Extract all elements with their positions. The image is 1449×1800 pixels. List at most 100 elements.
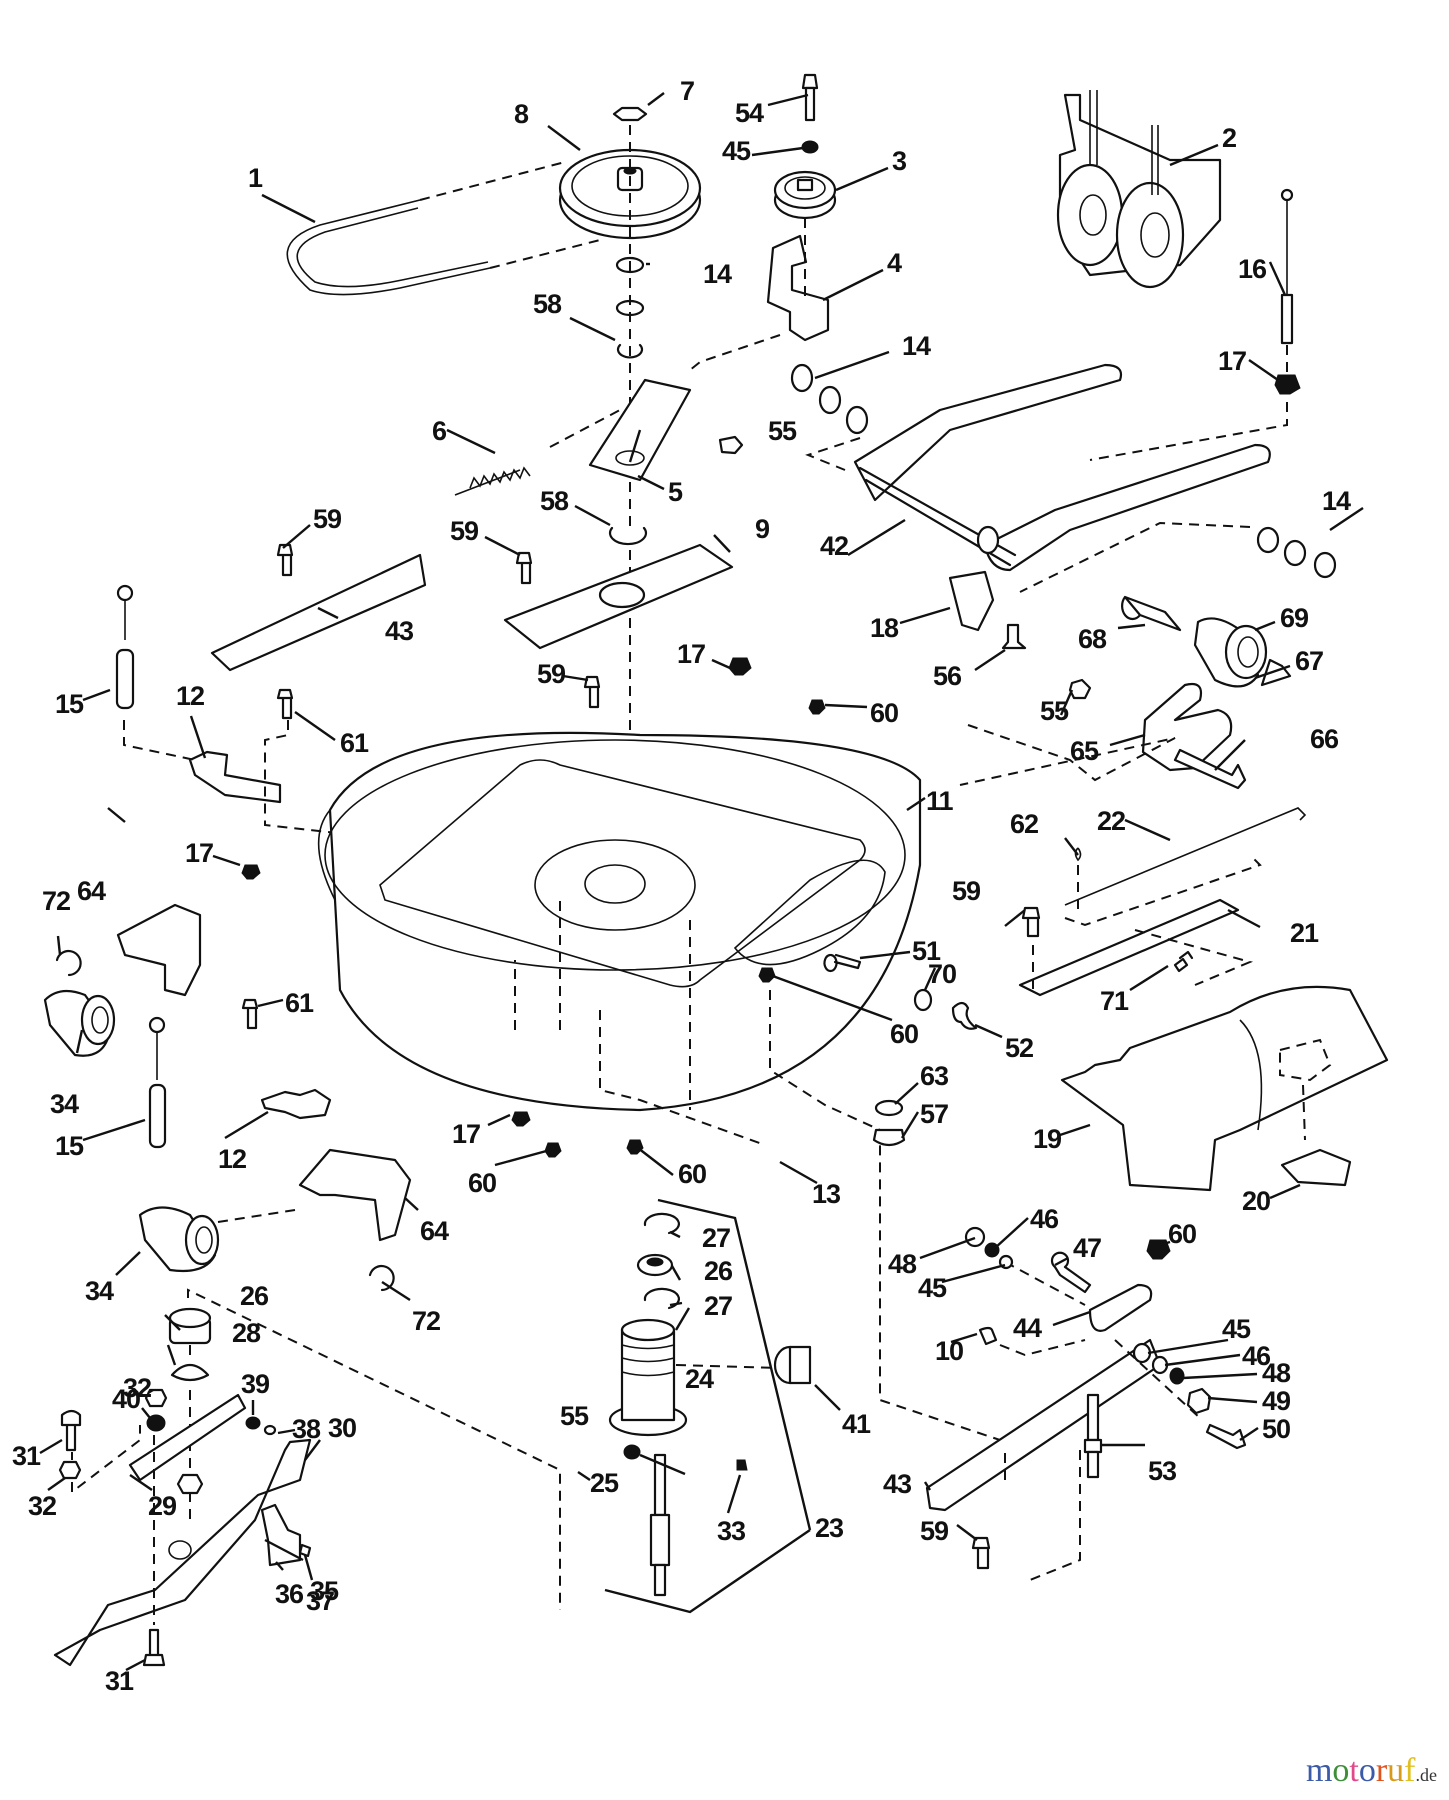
part-chute-19	[1060, 985, 1389, 1192]
spring-dash	[549, 409, 621, 448]
part-bearing-26	[636, 1253, 674, 1277]
part-idler-pulley	[773, 170, 837, 220]
part-cable-16	[1280, 188, 1294, 345]
callout-47: 47	[1073, 1233, 1101, 1263]
callout-48-right: 48	[1262, 1358, 1291, 1388]
parts-layer	[43, 73, 1389, 1667]
callout-18: 18	[870, 613, 899, 643]
cone-dash	[187, 1288, 561, 1610]
part-screw-51	[823, 953, 862, 972]
callout-14-spindle: 14	[703, 259, 732, 289]
part-nut-48	[1169, 1367, 1185, 1385]
bolt-dash	[71, 1425, 141, 1495]
part-nut-48	[964, 1226, 986, 1248]
part-spring-6	[454, 466, 531, 496]
callout-5: 5	[668, 477, 683, 507]
callout-60-center: 60	[678, 1159, 706, 1189]
callout-59-deck: 59	[537, 659, 566, 689]
callout-33: 33	[717, 1516, 746, 1546]
callout-46-left: 46	[1030, 1204, 1059, 1234]
blade-hole	[168, 1540, 192, 1560]
part-blade-lift-36	[260, 1503, 302, 1567]
callout-57: 57	[920, 1099, 948, 1129]
callout-29: 29	[148, 1491, 177, 1521]
belt-dash	[419, 161, 601, 269]
callout-45-right: 45	[1222, 1314, 1251, 1344]
part-washer-40	[146, 1414, 166, 1432]
part-bracket-12	[188, 750, 282, 804]
part-washer-45	[801, 140, 819, 154]
cable-dash	[1089, 345, 1288, 461]
part-idler-bracket	[766, 234, 830, 342]
part-bolt-54	[801, 73, 819, 122]
part-link-44	[1088, 1283, 1153, 1332]
callout-72-upper: 72	[42, 886, 70, 916]
callout-68: 68	[1078, 624, 1107, 654]
part-spring-71	[1173, 950, 1194, 973]
part-screw-67	[1260, 658, 1292, 687]
callout-46-right: 46	[1242, 1341, 1271, 1371]
roller-arrow	[217, 1209, 296, 1223]
part-retaining-ring	[608, 526, 648, 546]
callout-43-lower: 43	[883, 1469, 912, 1499]
callout-27-top: 27	[702, 1223, 730, 1253]
callout-66: 66	[1310, 724, 1339, 754]
part-bolt-59	[515, 551, 533, 585]
callout-12-lower: 12	[218, 1144, 246, 1174]
part-blade-35	[53, 1438, 312, 1667]
callout-59-center: 59	[450, 516, 479, 546]
part-washer	[818, 385, 842, 415]
part-pin-10	[978, 1326, 998, 1346]
callout-60-upper: 60	[870, 698, 898, 728]
part-nut-60	[626, 1139, 644, 1155]
part-bar-43	[925, 1338, 1162, 1512]
callout-67: 67	[1295, 646, 1323, 676]
part-nut-17	[1274, 374, 1301, 395]
callout-65: 65	[1070, 736, 1099, 766]
watermark-logo: motoruf.de	[1306, 1752, 1437, 1790]
callout-55-right: 55	[1040, 696, 1069, 726]
part-washer	[1256, 526, 1280, 554]
callout-25: 25	[590, 1468, 619, 1498]
part-bracket-64	[116, 903, 202, 997]
part-roller-69	[1193, 617, 1268, 688]
part-roller-34	[138, 1206, 220, 1273]
part-screw-61	[276, 688, 294, 720]
watermark-letter: f	[1404, 1752, 1416, 1789]
watermark-letter: r	[1375, 1752, 1388, 1789]
callout-70: 70	[928, 959, 956, 989]
callout-59-right: 59	[952, 876, 981, 906]
callout-62: 62	[1010, 809, 1038, 839]
callout-26-spindle: 26	[704, 1256, 733, 1286]
callout-37: 37	[306, 1586, 334, 1616]
callout-44: 44	[1013, 1313, 1042, 1343]
callout-58-top: 58	[533, 289, 562, 319]
part-bracket-12	[260, 1088, 332, 1120]
part-bolt-59	[276, 543, 294, 577]
callout-17-lower: 17	[452, 1119, 480, 1149]
watermark-suffix: .de	[1415, 1765, 1438, 1785]
callout-17-right: 17	[1218, 346, 1246, 376]
callout-19: 19	[1033, 1124, 1062, 1154]
callout-34-lower: 34	[85, 1276, 114, 1306]
callout-48-left: 48	[888, 1249, 917, 1279]
callout-3: 3	[892, 146, 907, 176]
part-bolt-66	[1173, 748, 1247, 790]
callout-10: 10	[935, 1336, 963, 1366]
part-bracket-64	[298, 1148, 412, 1242]
callout-54: 54	[735, 98, 764, 128]
part-nut-60	[808, 699, 826, 715]
part-nut-39	[245, 1416, 261, 1430]
callout-27-bottom: 27	[704, 1291, 732, 1321]
deck-dash	[514, 900, 1031, 1451]
callout-35: 35	[310, 1576, 339, 1606]
watermark-wordmark: motoruf	[1306, 1752, 1416, 1789]
part-spacer-68	[1121, 595, 1182, 632]
callout-39: 39	[241, 1369, 270, 1399]
bracket-dash	[689, 218, 806, 371]
part-bolt-59	[971, 1536, 991, 1570]
callout-17-left: 17	[185, 838, 213, 868]
part-nut-17	[728, 657, 752, 676]
part-adapter-bar-29	[128, 1393, 247, 1482]
callout-64-lower: 64	[420, 1216, 449, 1246]
